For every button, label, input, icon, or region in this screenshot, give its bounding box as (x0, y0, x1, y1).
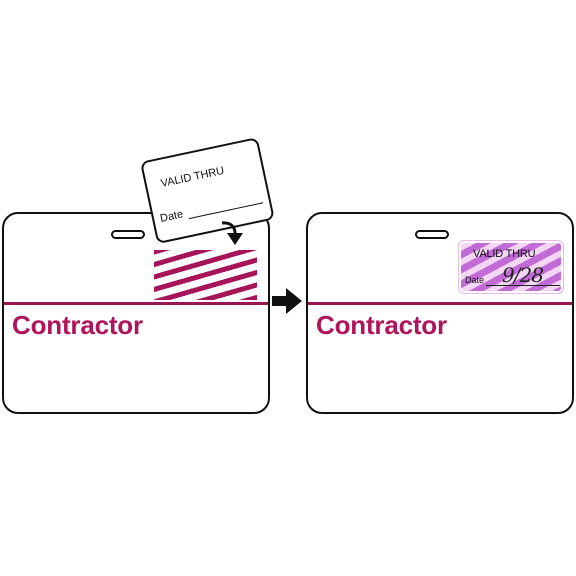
lanyard-slot (111, 230, 145, 239)
handwritten-date: 9/28 (502, 263, 544, 287)
date-label: Date (465, 275, 485, 285)
badge-title: Contractor (316, 310, 447, 340)
applied-valid-thru-sticker: VALID THRU Date 9/28 (458, 240, 564, 294)
lanyard-slot (415, 230, 449, 239)
date-line (188, 202, 264, 220)
right-arrow-icon (272, 288, 302, 314)
valid-thru-label: VALID THRU (159, 164, 226, 190)
badge-divider-band (4, 302, 268, 305)
badge-title: Contractor (12, 310, 143, 340)
badge-before: Contractor (2, 212, 270, 414)
curved-down-arrow-icon (221, 221, 243, 245)
sticker-target-stripes (154, 250, 257, 300)
badge-divider-band (308, 302, 572, 305)
date-line (486, 285, 560, 286)
valid-thru-label: VALID THRU (473, 248, 536, 260)
date-label: Date (159, 208, 185, 225)
